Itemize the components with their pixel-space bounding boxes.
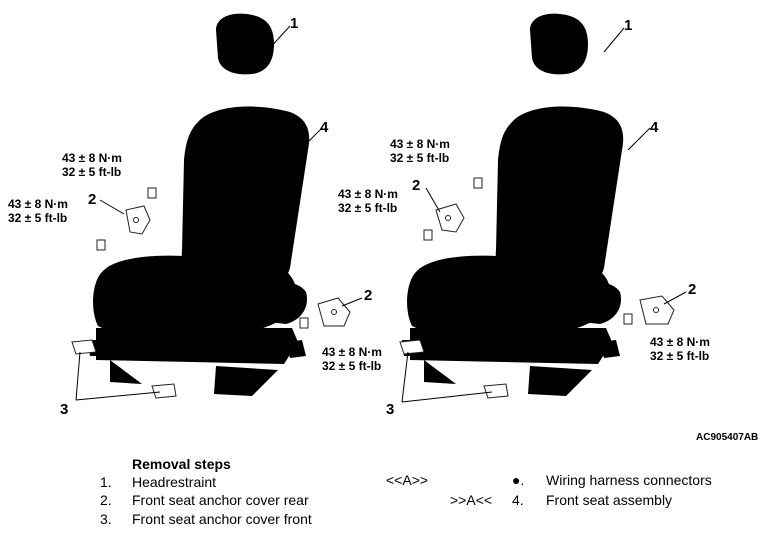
bolt-right-a (473, 177, 483, 189)
svg-text:32 ± 5 ft-lb: 32 ± 5 ft-lb (62, 165, 121, 179)
svg-text:43 ± 8 N·m: 43 ± 8 N·m (322, 345, 382, 359)
removal-steps-heading: Removal steps (132, 456, 231, 472)
step-wiring-number: ●. (512, 472, 525, 488)
svg-text:32 ± 5 ft-lb: 32 ± 5 ft-lb (390, 151, 449, 165)
step-4-marker: >>A<< (450, 492, 493, 508)
figure-code: AC905407AB (696, 432, 758, 443)
svg-text:43 ± 8 N·m: 43 ± 8 N·m (650, 335, 710, 349)
svg-text:43 ± 8 N·m: 43 ± 8 N·m (390, 137, 450, 151)
svg-text:43 ± 8 N·m: 43 ± 8 N·m (62, 151, 122, 165)
svg-text:32 ± 5 ft-lb: 32 ± 5 ft-lb (8, 211, 67, 225)
callout-2-right-b: 2 (688, 281, 696, 298)
step-3-number: 3. (100, 511, 112, 527)
removal-steps: Removal steps 1. Headrestraint 2. Front … (0, 452, 769, 534)
callout-2-left-a: 2 (88, 191, 96, 208)
bolt-left-b (96, 239, 106, 251)
callout-3-left: 3 (60, 401, 68, 418)
torque-label-right-top: 43 ± 8 N·m 32 ± 5 ft-lb (390, 137, 450, 165)
anchor-cover-rear-left (125, 205, 151, 235)
seat-left (88, 13, 310, 396)
leader-lines (75, 25, 687, 403)
callout-3-right: 3 (386, 401, 394, 418)
anchor-cover-front-left-rear (317, 297, 351, 327)
bolt-left-a (147, 187, 157, 199)
torque-label-left-side: 43 ± 8 N·m 32 ± 5 ft-lb (8, 197, 68, 225)
step-wiring-marker: <<A>> (386, 472, 429, 488)
torque-label-left-bottom: 43 ± 8 N·m 32 ± 5 ft-lb (322, 345, 382, 373)
callout-1-left: 1 (290, 15, 298, 32)
step-wiring-text: Wiring harness connectors (546, 472, 712, 488)
svg-text:32 ± 5 ft-lb: 32 ± 5 ft-lb (338, 201, 397, 215)
callout-4-right: 4 (650, 119, 659, 136)
bolt-right-b (423, 229, 433, 241)
step-4-number: 4. (512, 492, 524, 508)
torque-label-right-bottom: 43 ± 8 N·m 32 ± 5 ft-lb (650, 335, 710, 363)
step-1-text: Headrestraint (132, 474, 217, 490)
svg-text:32 ± 5 ft-lb: 32 ± 5 ft-lb (322, 359, 381, 373)
anchor-cover-front-right-floor (399, 339, 509, 399)
torque-label-right-side: 43 ± 8 N·m 32 ± 5 ft-lb (338, 187, 398, 215)
bolt-left-c (299, 317, 309, 329)
seat-removal-diagram: 1 4 2 2 3 1 4 2 2 3 43 ± 8 N·m 32 ± 5 ft… (8, 13, 758, 443)
step-3-text: Front seat anchor cover front (132, 511, 312, 527)
anchor-cover-front-left-floor (71, 339, 177, 399)
step-4-text: Front seat assembly (546, 492, 673, 508)
step-2-number: 2. (100, 492, 112, 508)
torque-label-left-top: 43 ± 8 N·m 32 ± 5 ft-lb (62, 151, 122, 179)
callout-4-left: 4 (320, 119, 329, 136)
step-2-text: Front seat anchor cover rear (132, 492, 309, 508)
callout-2-right-a: 2 (412, 177, 420, 194)
svg-text:43 ± 8 N·m: 43 ± 8 N·m (8, 197, 68, 211)
step-1-number: 1. (100, 474, 112, 490)
anchor-cover-front-right-rear (639, 295, 675, 325)
seat-right (402, 13, 624, 396)
svg-text:32 ± 5 ft-lb: 32 ± 5 ft-lb (650, 349, 709, 363)
bolt-right-c (623, 313, 633, 325)
callout-1-right: 1 (624, 17, 632, 34)
svg-text:43 ± 8 N·m: 43 ± 8 N·m (338, 187, 398, 201)
anchor-cover-rear-right (435, 203, 465, 233)
callout-2-left-b: 2 (364, 287, 372, 304)
